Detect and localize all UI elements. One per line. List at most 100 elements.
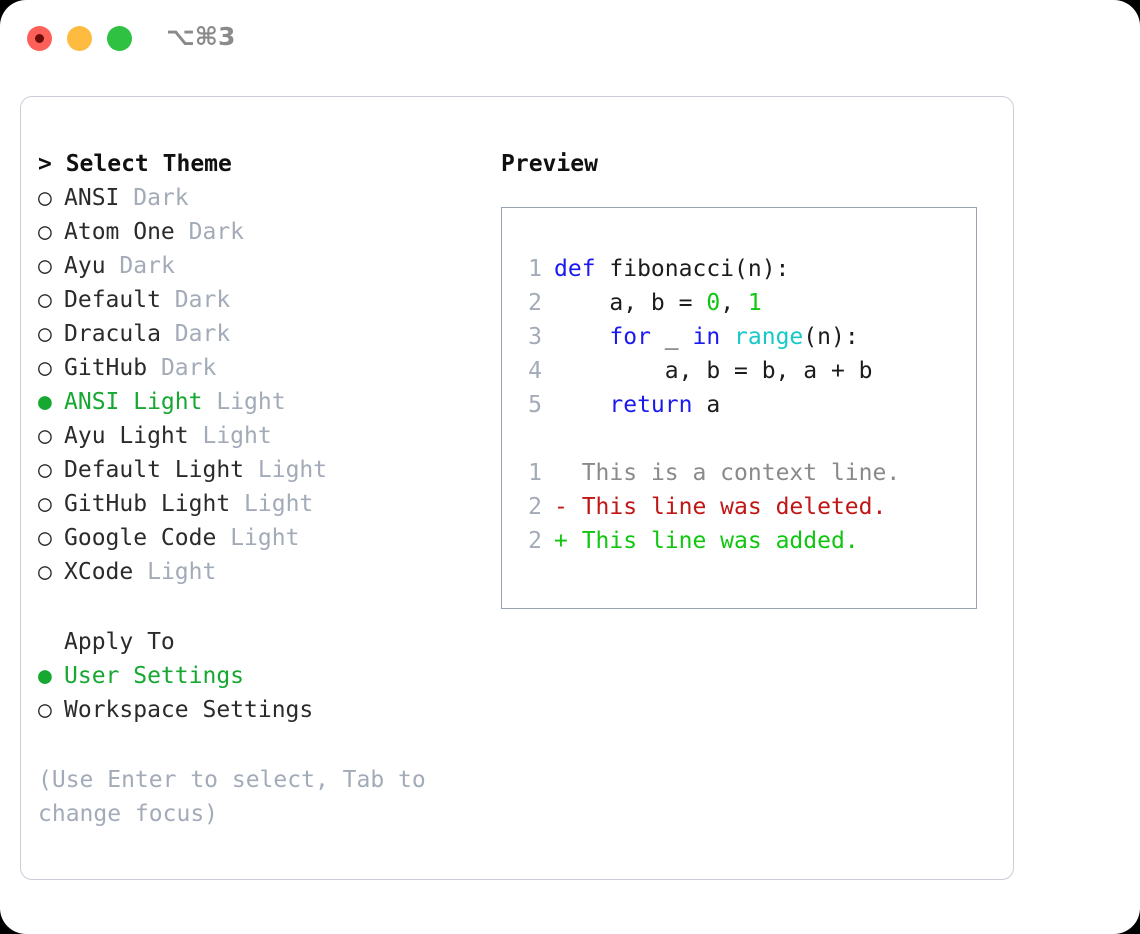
- diff-line: 1 This is a context line.: [516, 456, 900, 490]
- diff-text: This line was deleted.: [567, 494, 887, 520]
- theme-name-label: GitHub: [64, 355, 148, 381]
- line-number: 2: [528, 494, 542, 520]
- radio-unselected-icon[interactable]: ○: [38, 423, 52, 449]
- code-blank-line: [516, 422, 900, 456]
- spacer: [230, 491, 244, 517]
- line-number: 2: [528, 528, 542, 554]
- radio-selected-icon[interactable]: ●: [38, 663, 52, 689]
- radio-unselected-icon[interactable]: ○: [38, 219, 52, 245]
- select-theme-heading: > Select Theme: [38, 151, 232, 177]
- radio-unselected-icon[interactable]: ○: [38, 491, 52, 517]
- minimize-window-button[interactable]: [67, 26, 92, 51]
- theme-name-label: GitHub Light: [64, 491, 231, 517]
- radio-unselected-icon[interactable]: ○: [38, 253, 52, 279]
- apply-to-option-label: User Settings: [64, 663, 245, 689]
- theme-name-label: Google Code: [64, 525, 217, 551]
- theme-name-label: Ayu Light: [64, 423, 189, 449]
- code-token: [720, 324, 734, 350]
- line-number: 3: [528, 324, 542, 350]
- code-token: return: [609, 392, 693, 418]
- apply-to-option[interactable]: ○ Workspace Settings: [38, 693, 478, 727]
- diff-marker: -: [554, 494, 568, 520]
- spacer: [106, 253, 120, 279]
- code-token: def: [554, 256, 610, 282]
- theme-selector-column: > Select Theme ○ANSI Dark○Atom One Dark○…: [38, 147, 478, 831]
- apply-to-heading: Apply To: [64, 629, 175, 655]
- theme-name-label: Default: [64, 287, 161, 313]
- theme-kind-label: Dark: [174, 321, 231, 347]
- theme-list-item[interactable]: ○GitHub Dark: [38, 351, 478, 385]
- theme-list-item[interactable]: ○Atom One Dark: [38, 215, 478, 249]
- spacer: [216, 525, 230, 551]
- code-token: a: [692, 392, 721, 418]
- keyboard-hint-text: (Use Enter to select, Tab to change focu…: [38, 767, 426, 827]
- spacer: [147, 355, 161, 381]
- theme-list-item[interactable]: ○ Ayu Dark: [38, 249, 478, 283]
- theme-list[interactable]: ○ANSI Dark○Atom One Dark○Ayu Dark○Defaul…: [38, 181, 478, 589]
- radio-unselected-icon[interactable]: ○: [38, 559, 52, 585]
- theme-list-item[interactable]: ○ Google Code Light: [38, 521, 478, 555]
- code-token: ,: [720, 290, 748, 316]
- close-window-button[interactable]: [27, 26, 52, 51]
- spacer: [119, 185, 133, 211]
- theme-kind-label: Dark: [174, 287, 231, 313]
- apply-to-option[interactable]: ● User Settings: [38, 659, 478, 693]
- line-number: 5: [528, 392, 542, 418]
- theme-list-item[interactable]: ○Default Light Light: [38, 453, 478, 487]
- theme-name-label: ANSI Light: [64, 389, 203, 415]
- theme-list-item[interactable]: ○XCode Light: [38, 555, 478, 589]
- theme-list-item[interactable]: ○ GitHub Light Light: [38, 487, 478, 521]
- radio-unselected-icon[interactable]: ○: [38, 355, 52, 381]
- theme-list-item[interactable]: ○Dracula Dark: [38, 317, 478, 351]
- theme-list-item[interactable]: ●ANSI Light Light: [38, 385, 478, 419]
- spacer: [175, 219, 189, 245]
- theme-kind-label: Light: [230, 525, 300, 551]
- code-token: a, b = b, a + b: [554, 358, 873, 384]
- title-bar: ⌥⌘3: [0, 0, 1140, 78]
- radio-unselected-icon[interactable]: ○: [38, 697, 52, 723]
- theme-name-label: Atom One: [64, 219, 175, 245]
- radio-unselected-icon[interactable]: ○: [38, 185, 52, 211]
- code-token: _: [650, 324, 693, 350]
- code-token: for: [609, 324, 651, 350]
- code-line: 4 a, b = b, a + b: [516, 354, 900, 388]
- apply-to-options[interactable]: ● User Settings ○ Workspace Settings: [38, 659, 478, 727]
- theme-kind-label: Dark: [119, 253, 175, 279]
- theme-kind-label: Dark: [133, 185, 189, 211]
- radio-selected-icon[interactable]: ●: [38, 389, 52, 415]
- theme-name-label: Ayu: [64, 253, 106, 279]
- preview-heading: Preview: [501, 151, 598, 177]
- code-token: in: [692, 324, 721, 350]
- theme-list-item[interactable]: ○ Ayu Light Light: [38, 419, 478, 453]
- apply-to-option-label: Workspace Settings: [64, 697, 314, 723]
- code-token: 1: [747, 290, 762, 316]
- spacer: [161, 321, 175, 347]
- spacer: [161, 287, 175, 313]
- line-number: 2: [528, 290, 542, 316]
- diff-text: This is a context line.: [567, 460, 901, 486]
- radio-unselected-icon[interactable]: ○: [38, 287, 52, 313]
- code-token: 0: [706, 290, 721, 316]
- code-token: fibonacci(n):: [609, 256, 790, 282]
- radio-unselected-icon[interactable]: ○: [38, 321, 52, 347]
- theme-list-item[interactable]: ○ ANSI Dark: [38, 181, 478, 215]
- line-number: 1: [528, 256, 542, 282]
- theme-kind-label: Light: [147, 559, 217, 585]
- theme-kind-label: Light: [257, 457, 328, 483]
- radio-unselected-icon[interactable]: ○: [38, 457, 52, 483]
- spacer: [244, 457, 258, 483]
- theme-kind-label: Light: [202, 423, 272, 449]
- theme-name-label: ANSI: [64, 185, 120, 211]
- theme-list-item[interactable]: ○ Default Dark: [38, 283, 478, 317]
- theme-kind-label: Light: [244, 491, 314, 517]
- window-title: ⌥⌘3: [166, 22, 236, 51]
- code-line: 5 return a: [516, 388, 900, 422]
- diff-marker: +: [554, 528, 568, 554]
- maximize-window-button[interactable]: [107, 26, 132, 51]
- radio-unselected-icon[interactable]: ○: [38, 525, 52, 551]
- code-token: [554, 324, 609, 350]
